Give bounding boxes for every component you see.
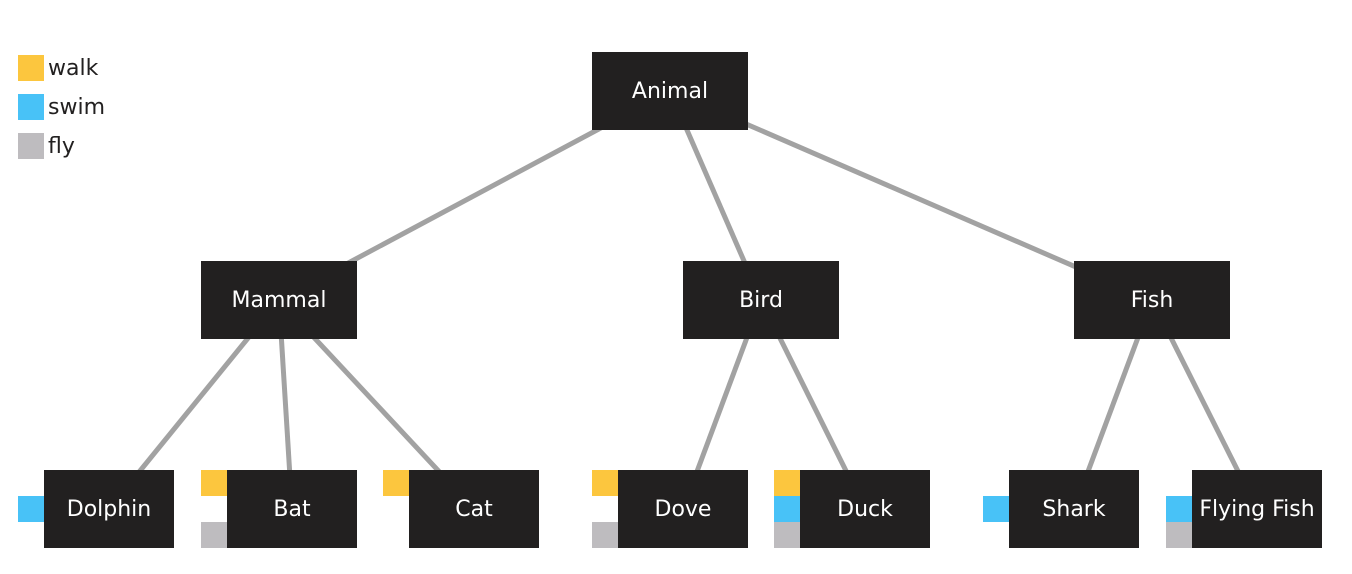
node-duck: Duck [800,470,930,548]
node-animal: Animal [592,52,748,130]
legend-item-fly: fly [18,133,75,159]
legend-item-walk: walk [18,55,98,81]
legend-label-walk: walk [48,55,99,81]
dove-walk-tag [592,470,618,496]
walk-swatch [18,55,44,81]
fly-swatch [18,133,44,159]
legend-label-swim: swim [48,94,105,120]
node-flying-fish: Flying Fish [1192,470,1322,548]
legend-item-swim: swim [18,94,105,120]
node-fish: Fish [1074,261,1230,339]
bat-walk-tag [201,470,227,496]
bat-fly-tag [201,522,227,548]
node-cat: Cat [409,470,539,548]
legend-label-fly: fly [48,133,75,159]
swim-swatch [18,94,44,120]
node-dove: Dove [618,470,748,548]
dove-fly-tag [592,522,618,548]
node-bird: Bird [683,261,839,339]
flyfish-fly-tag [1166,522,1192,548]
dolphin-swim-tag [18,496,44,522]
duck-swim-tag [774,496,800,522]
cat-walk-tag [383,470,409,496]
edge-animal-fish [669,88,1153,303]
duck-walk-tag [774,470,800,496]
flyfish-swim-tag [1166,496,1192,522]
node-bat: Bat [227,470,357,548]
node-mammal: Mammal [201,261,357,339]
node-shark: Shark [1009,470,1139,548]
shark-swim-tag [983,496,1009,522]
duck-fly-tag [774,522,800,548]
node-dolphin: Dolphin [44,470,174,548]
